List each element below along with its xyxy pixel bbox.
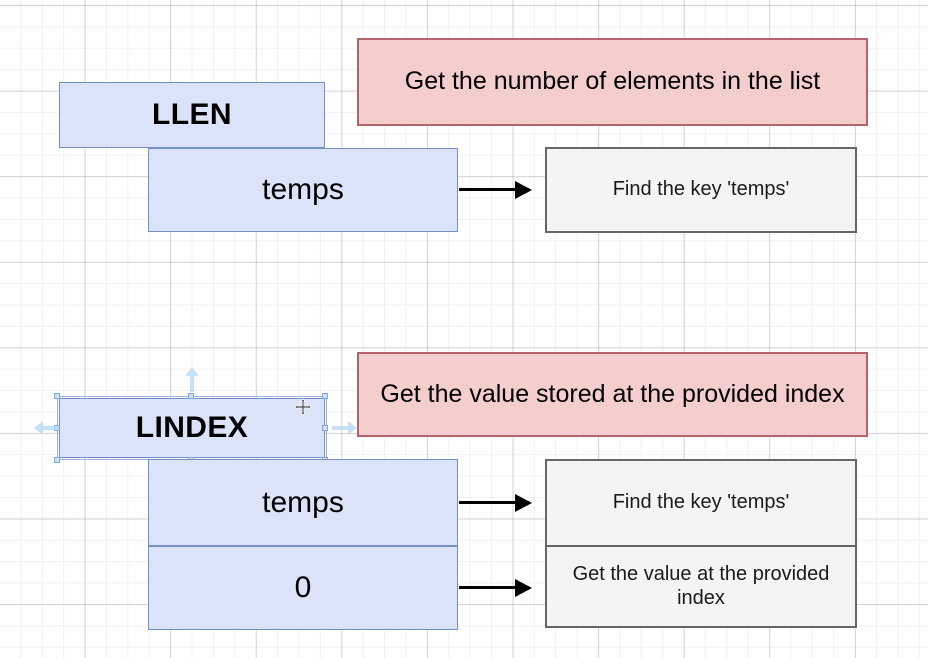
description-box-lindex-0[interactable]: Find the key 'temps' (545, 459, 857, 546)
annotation-box-lindex[interactable]: Get the value stored at the provided ind… (357, 352, 868, 437)
selection-handle-n[interactable] (188, 393, 194, 399)
selection-handle-ne[interactable] (322, 393, 328, 399)
description-box-llen-0[interactable]: Find the key 'temps' (545, 147, 857, 233)
selection-handle-e[interactable] (322, 425, 328, 431)
connector-lindex-0 (459, 501, 529, 504)
connector-lindex-1 (459, 586, 529, 589)
connector-llen-0 (459, 188, 529, 191)
annotation-box-llen[interactable]: Get the number of elements in the list (357, 38, 868, 126)
command-box-llen[interactable]: LLEN (59, 82, 325, 148)
selection-handle-sw[interactable] (54, 457, 60, 463)
parameter-box-lindex-1[interactable]: 0 (148, 546, 458, 630)
description-box-lindex-1[interactable]: Get the value at the provided index (545, 546, 857, 628)
command-box-lindex[interactable]: LINDEX (59, 398, 325, 458)
selection-handle-nw[interactable] (54, 393, 60, 399)
parameter-box-lindex-0[interactable]: temps (148, 459, 458, 546)
parameter-box-llen-0[interactable]: temps (148, 148, 458, 232)
